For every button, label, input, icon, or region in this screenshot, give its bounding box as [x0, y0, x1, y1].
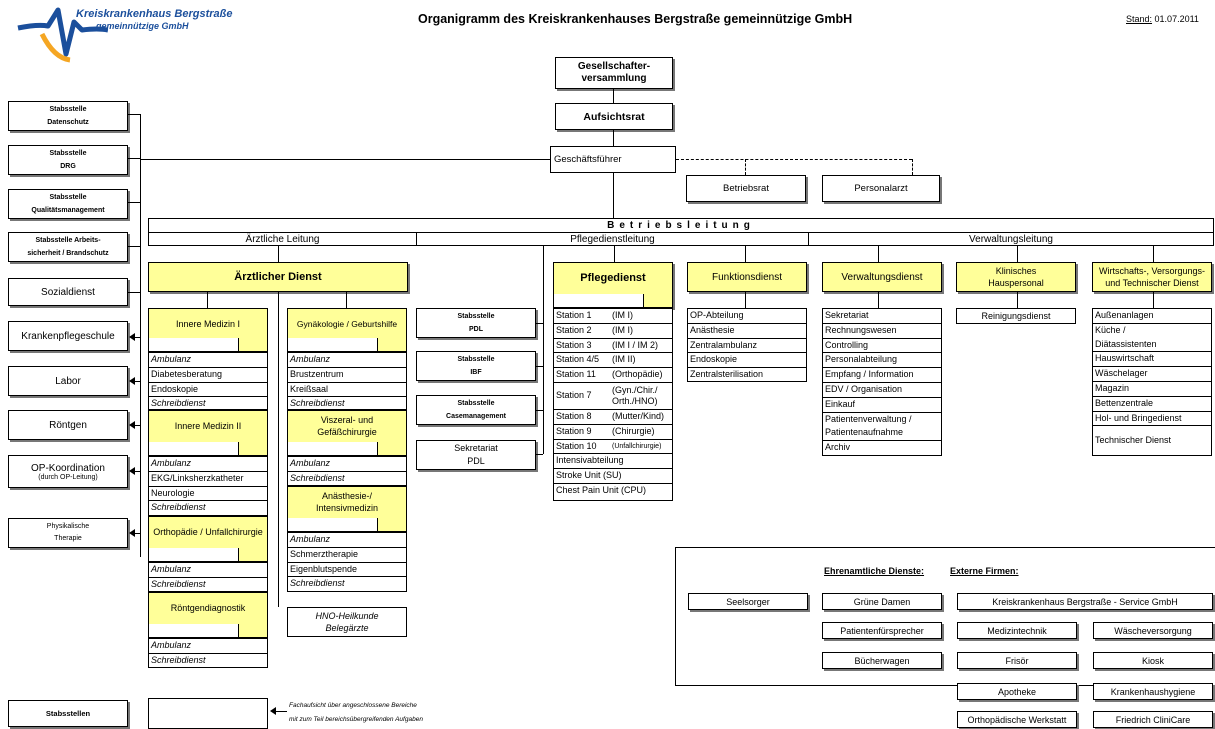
- legend-text-2: mit zum Teil bereichsübergreifenden Aufg…: [289, 716, 423, 723]
- station-row: Station 11(Orthopädie): [554, 368, 672, 383]
- frisoer-box: Frisör: [957, 652, 1077, 669]
- krankenpflegeschule-box: Krankenpflegeschule: [8, 321, 128, 351]
- betriebsrat-box: Betriebsrat: [686, 175, 806, 202]
- friedrich-clinicare-box: Friedrich CliniCare: [1093, 711, 1213, 728]
- medizintechnik-box: Medizintechnik: [957, 622, 1077, 639]
- station-row: Station 3(IM I / IM 2): [554, 339, 672, 354]
- station-row: Station 1(IM I): [554, 309, 672, 324]
- orthopaedie: Orthopädie / Unfallchirurgie: [148, 516, 268, 562]
- apotheke-box: Apotheke: [957, 683, 1077, 700]
- legend-blank-box: [148, 698, 268, 729]
- roentgendiagnostik: Röntgendiagnostik: [148, 592, 268, 638]
- buecherwagen-box: Bücherwagen: [822, 652, 942, 669]
- firmen-label: Externe Firmen:: [950, 566, 1019, 576]
- ehrenamt-label: Ehrenamtliche Dienste:: [824, 566, 925, 576]
- legend-text-1: Fachaufsicht über angeschlossene Bereich…: [289, 702, 417, 709]
- pflegedienstleitung: Pflegedienstleitung: [417, 233, 809, 246]
- labor-box: Labor: [8, 366, 128, 396]
- station-row: Station 7(Gyn./Chir./ Orth./HNO): [554, 383, 672, 410]
- logo: Kreiskrankenhaus Bergstraße gemeinnützig…: [8, 4, 278, 66]
- op-koordination-box: OP-Koordination(durch OP-Leitung): [8, 455, 128, 488]
- innere-medizin-1: Innere Medizin I: [148, 308, 268, 352]
- gesellschafterversammlung-box: Gesellschafter-versammlung: [555, 57, 673, 89]
- logo-wave-icon: [17, 7, 108, 63]
- orthopaedische-werkstatt-box: Orthopädische Werkstatt: [957, 711, 1077, 728]
- logo-line1: Kreiskrankenhaus Bergstraße: [76, 8, 233, 20]
- innere-medizin-2: Innere Medizin II: [148, 410, 268, 456]
- sozialdienst-box: Sozialdienst: [8, 278, 128, 306]
- station-row: Station 2(IM I): [554, 324, 672, 339]
- aerztliche-leitung: Ärztliche Leitung: [149, 233, 417, 246]
- reinigungsdienst-box: Reinigungsdienst: [956, 308, 1076, 324]
- station-row: Station 4/5(IM II): [554, 353, 672, 369]
- pflege-extra-row: Stroke Unit (SU): [554, 469, 672, 484]
- pflege-extra-row: Chest Pain Unit (CPU): [556, 484, 647, 495]
- betriebsleitung-bar: Betriebsleitung Ärztliche Leitung Pflege…: [148, 218, 1214, 246]
- geschaeftsfuehrer-box: Geschäftsführer: [550, 146, 676, 173]
- stabsstelle-arbeitssicherheit: Stabsstelle Arbeits-sicherheit / Brandsc…: [8, 232, 128, 262]
- gynaekologie: Gynäkologie / Geburtshilfe: [287, 308, 407, 352]
- roentgen-box: Röntgen: [8, 410, 128, 440]
- legend-stabsstellen-box: Stabsstellen: [8, 700, 128, 727]
- betriebsleitung-title: Betriebsleitung: [149, 219, 1213, 233]
- page-title: Organigramm des Kreiskrankenhauses Bergs…: [418, 12, 853, 26]
- logo-line2: gemeinnützige GmbH: [96, 21, 189, 31]
- stand-label: Stand:: [1126, 14, 1153, 24]
- verwaltungsleitung: Verwaltungsleitung: [969, 234, 1053, 245]
- anaesthesie: Anästhesie-/Intensivmedizin: [287, 486, 407, 532]
- station-row: Station 8(Mutter/Kind): [554, 410, 672, 425]
- krankenhaushygiene-box: Krankenhaushygiene: [1093, 683, 1213, 700]
- gruene-damen-box: Grüne Damen: [822, 593, 942, 610]
- service-gmbh-box: Kreiskrankenhaus Bergstraße - Service Gm…: [957, 593, 1213, 610]
- station-row: Station 9(Chirurgie): [554, 425, 672, 440]
- station-row: Station 10(Unfallchirurgie): [554, 440, 672, 455]
- stand-line: Stand: 01.07.2011: [1126, 14, 1199, 24]
- funktionsdienst-box: Funktionsdienst: [687, 262, 807, 292]
- wirtschaftsdienst-box: Wirtschafts-, Versorgungs-und Technische…: [1092, 262, 1212, 292]
- kiosk-box: Kiosk: [1093, 652, 1213, 669]
- personalarzt-box: Personalarzt: [822, 175, 940, 202]
- aufsichtsrat-box: Aufsichtsrat: [555, 103, 673, 130]
- pflegedienst-box: Pflegedienst: [553, 262, 673, 308]
- stand-date: 01.07.2011: [1154, 14, 1199, 24]
- pflegedienst-list: Station 1(IM I)Station 2(IM I)Station 3(…: [553, 308, 673, 501]
- waescheversorgung-box: Wäscheversorgung: [1093, 622, 1213, 639]
- aerztlicher-dienst-box: Ärztlicher Dienst: [148, 262, 408, 292]
- patientenfuersprecher-box: Patientenfürsprecher: [822, 622, 942, 639]
- pflege-extra-row: Intensivabteilung: [554, 454, 672, 470]
- verwaltungsdienst-box: Verwaltungsdienst: [822, 262, 942, 292]
- seelsorger-box: Seelsorger: [688, 593, 808, 610]
